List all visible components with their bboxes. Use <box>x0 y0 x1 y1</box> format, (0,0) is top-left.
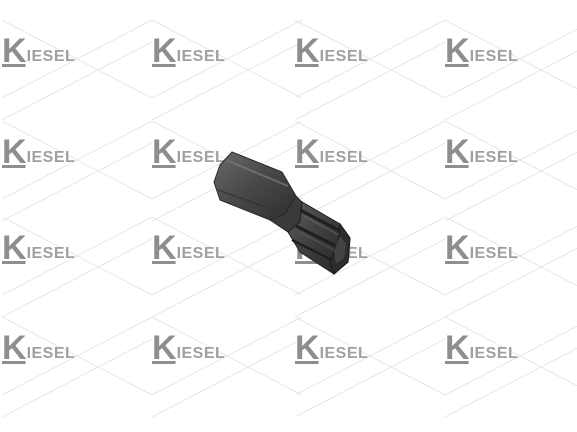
watermark-lines <box>445 217 577 317</box>
watermark-rest: IESEL <box>319 48 369 65</box>
watermark-lines <box>445 317 577 417</box>
watermark-initial: K <box>295 32 320 70</box>
watermark-lines <box>295 317 445 417</box>
watermark-rest: IESEL <box>26 345 76 362</box>
watermark-rest: IESEL <box>176 149 226 166</box>
watermark-initial: K <box>445 329 470 367</box>
watermark-lines <box>295 121 445 221</box>
watermark-initial: K <box>2 32 27 70</box>
watermark-rest: IESEL <box>469 345 519 362</box>
watermark-initial: K <box>295 133 320 171</box>
watermark-rest: IESEL <box>469 245 519 262</box>
watermark-lines <box>445 121 577 221</box>
watermark-rest: IESEL <box>176 48 226 65</box>
watermark-initial: K <box>295 329 320 367</box>
watermark-lines <box>2 121 152 221</box>
watermark-rest: IESEL <box>319 345 369 362</box>
watermark-initial: K <box>2 133 27 171</box>
watermark-rest: IESEL <box>26 245 76 262</box>
watermark-initial: K <box>2 229 27 267</box>
watermark-lines <box>152 217 302 317</box>
watermark-lines <box>445 20 577 120</box>
watermark-initial: K <box>445 32 470 70</box>
watermark-rest: IESEL <box>469 149 519 166</box>
watermark-initial: K <box>152 32 177 70</box>
watermark-initial: K <box>152 133 177 171</box>
watermark-rest: IESEL <box>26 149 76 166</box>
watermark-lines <box>2 217 152 317</box>
watermark-lines <box>295 20 445 120</box>
watermark-initial: K <box>445 229 470 267</box>
watermark-initial: K <box>445 133 470 171</box>
watermark-initial: K <box>152 229 177 267</box>
watermark-lines <box>2 317 152 417</box>
watermark-rest: IESEL <box>26 48 76 65</box>
watermark-rest: IESEL <box>176 245 226 262</box>
watermark-lines <box>152 317 302 417</box>
watermark-rest: IESEL <box>469 48 519 65</box>
watermark-lines <box>152 20 302 120</box>
watermark-initial: K <box>152 329 177 367</box>
watermark-lines <box>2 20 152 120</box>
watermark-rest: IESEL <box>319 149 369 166</box>
watermark-rest: IESEL <box>176 345 226 362</box>
watermark-initial: K <box>2 329 27 367</box>
